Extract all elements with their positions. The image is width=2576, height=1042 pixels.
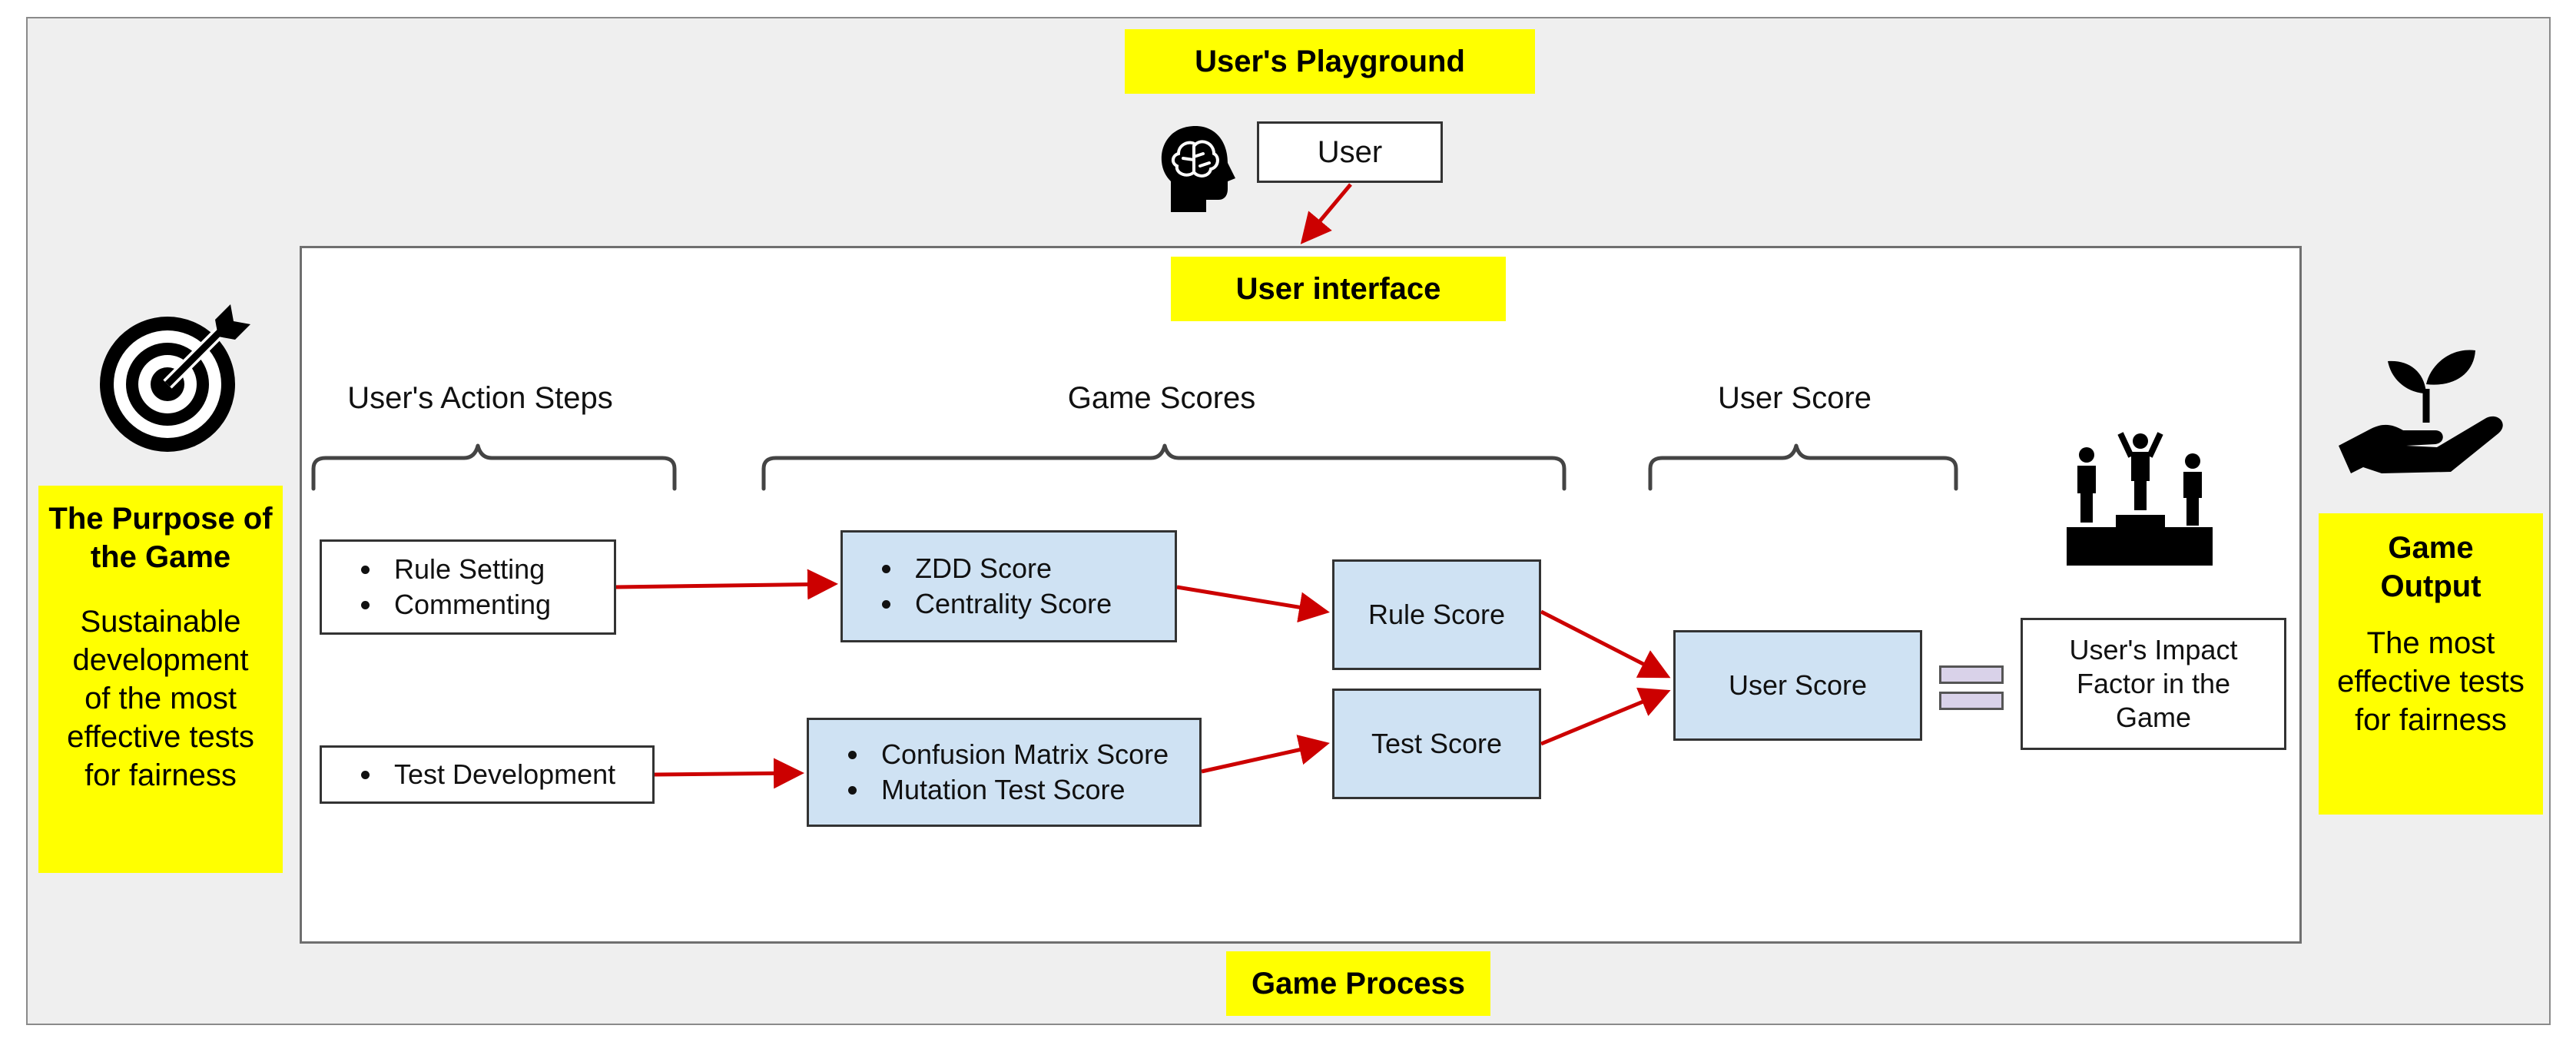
score-box-confusion-mutation: Confusion Matrix Score Mutation Test Sco… [807, 718, 1202, 827]
target-icon [100, 304, 250, 452]
arrow-rule-to-user [1540, 609, 1671, 679]
list-item-confusion-matrix-score: Confusion Matrix Score [870, 737, 1169, 772]
purpose-body: Sustainable development of the most effe… [67, 605, 254, 792]
arrow-tests-to-confusion [654, 758, 804, 789]
impact-factor-box: User's Impact Factor in the Game [2021, 618, 2286, 750]
action-box-rules: Rule Setting Commenting [320, 539, 616, 635]
purpose-title: The Purpose of the Game [48, 502, 273, 574]
test-score-box: Test Score [1332, 689, 1541, 799]
list-item-mutation-test-score: Mutation Test Score [870, 772, 1169, 808]
list-item-centrality-score: Centrality Score [904, 586, 1112, 622]
list-item-zdd-score: ZDD Score [904, 551, 1112, 586]
rule-score-box: Rule Score [1332, 559, 1541, 670]
output-title: Game Output [2380, 531, 2482, 603]
arrow-confusion-to-test [1201, 735, 1330, 774]
user-box: User [1257, 121, 1443, 183]
action-box-tests: Test Development [320, 745, 655, 804]
score-list-zdd: ZDD Score Centrality Score [843, 551, 1112, 622]
arrow-test-to-user [1540, 687, 1671, 746]
action-list-tests: Test Development [322, 757, 615, 792]
arrow-rules-to-zdd [615, 569, 838, 600]
list-item-rule-setting: Rule Setting [383, 552, 551, 587]
process-label: Game Process [1226, 951, 1490, 1016]
brace-user-score [1648, 443, 1958, 491]
heading-game-scores: Game Scores [1067, 381, 1256, 415]
podium-icon [2067, 432, 2213, 566]
interface-label: User interface [1171, 257, 1506, 321]
equals-bar-top [1939, 665, 2004, 684]
brain-head-icon [1161, 126, 1235, 212]
hand-plant-icon [2339, 350, 2503, 473]
list-item-test-development: Test Development [383, 757, 615, 792]
action-list-rules: Rule Setting Commenting [322, 552, 551, 622]
output-panel: Game Output The most effective tests for… [2319, 513, 2543, 815]
heading-action-steps: User's Action Steps [347, 381, 613, 415]
brace-game-scores [761, 443, 1566, 491]
heading-user-score: User Score [1717, 381, 1872, 415]
arrow-user-to-interface [1300, 183, 1352, 244]
arrow-zdd-to-rule [1176, 585, 1330, 623]
list-item-commenting: Commenting [383, 587, 551, 622]
user-score-box: User Score [1673, 630, 1922, 741]
score-box-zdd-centrality: ZDD Score Centrality Score [840, 530, 1177, 642]
brace-action-steps [311, 443, 677, 491]
purpose-panel: The Purpose of the Game Sustainable deve… [38, 486, 283, 873]
equals-bar-bottom [1939, 692, 2004, 710]
score-list-confusion: Confusion Matrix Score Mutation Test Sco… [809, 737, 1169, 808]
playground-label: User's Playground [1125, 29, 1535, 94]
output-body: The most effective tests for fairness [2337, 626, 2525, 737]
